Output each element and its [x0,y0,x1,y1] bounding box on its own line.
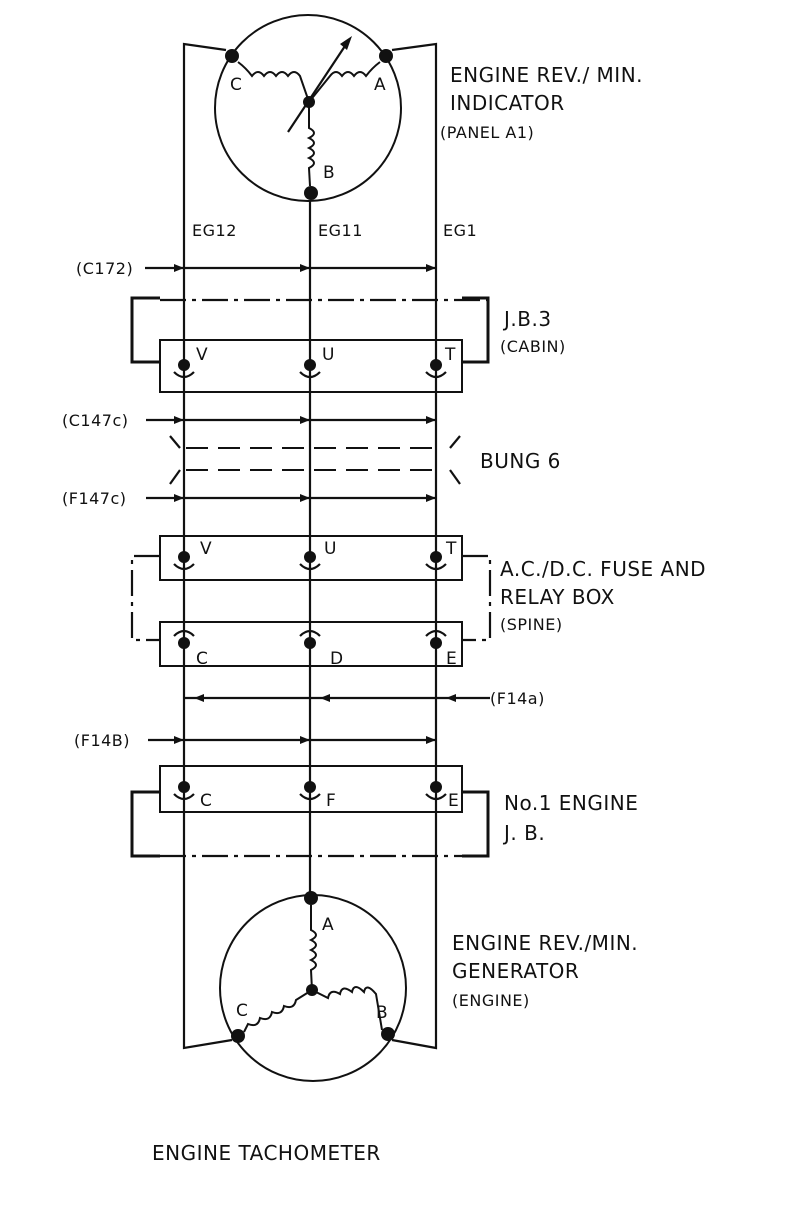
fuse-box-terminal-t: T [445,539,457,559]
fuse-box-terminal-u: U [324,539,336,559]
fuse-box-terminal-e: E [446,649,457,669]
cable-f147c-arrow [146,494,436,502]
cable-label-f14b: (F14B) [74,731,130,750]
fuse-box-title-line2: RELAY BOX [500,585,615,609]
wire-label-eg11: EG11 [318,221,363,240]
fuse-box-terminal-c: C [196,649,208,669]
jb3-title: J.B.3 [502,307,552,331]
engine-jb-terminal-f: F [326,791,336,811]
indicator-terminal-b: B [323,163,335,183]
generator-title-line1: ENGINE REV./MIN. [452,931,638,955]
generator-title-line2: GENERATOR [452,959,579,983]
generator-location: (ENGINE) [452,991,530,1010]
bung-6-label: BUNG 6 [480,449,561,473]
engine-jb-title-line2: J. B. [502,821,545,845]
cable-label-f14a: (F14a) [490,689,545,708]
indicator-title-line2: INDICATOR [450,91,565,115]
cable-label-f147c: (F147c) [62,489,127,508]
wire-label-eg12: EG12 [192,221,237,240]
engine-jb-terminal-e: E [448,791,459,811]
generator-symbol [219,891,407,1082]
fuse-box-title-line1: A.C./D.C. FUSE AND [500,557,706,581]
indicator-location: (PANEL A1) [440,123,534,142]
jb3-terminal-t: T [444,345,456,365]
cable-label-c172: (C172) [76,259,133,278]
indicator-terminal-c: C [230,75,242,95]
bung-6-symbol [169,435,461,485]
wire-label-eg1: EG1 [443,221,477,240]
indicator-terminal-a: A [374,75,386,95]
fuse-box-location: (SPINE) [500,615,563,634]
fuse-box-terminal-d: D [330,649,343,669]
cable-label-c147c: (C147c) [62,411,129,430]
generator-terminal-c: C [236,1001,248,1021]
engine-jb-terminal-c: C [200,791,212,811]
cable-f14a-arrow [184,694,490,702]
jb3-terminal-u: U [322,345,334,365]
jb3-block [130,296,490,393]
cable-c147c-arrow [146,416,436,424]
generator-terminal-a: A [322,915,334,935]
jb3-location: (CABIN) [500,337,566,356]
engine-jb-title-line1: No.1 ENGINE [504,791,638,815]
fuse-relay-box [130,535,492,667]
diagram-caption: ENGINE TACHOMETER [152,1141,381,1165]
fuse-box-terminal-v: V [200,539,212,559]
cable-f14b-arrow [148,736,436,744]
jb3-terminal-v: V [196,345,208,365]
cable-c172-arrow [145,264,436,272]
generator-terminal-b: B [376,1003,388,1023]
indicator-title-line1: ENGINE REV./ MIN. [450,63,643,87]
indicator-symbol [214,14,402,202]
engine-jb-block [130,765,490,858]
main-wires [182,42,438,1050]
